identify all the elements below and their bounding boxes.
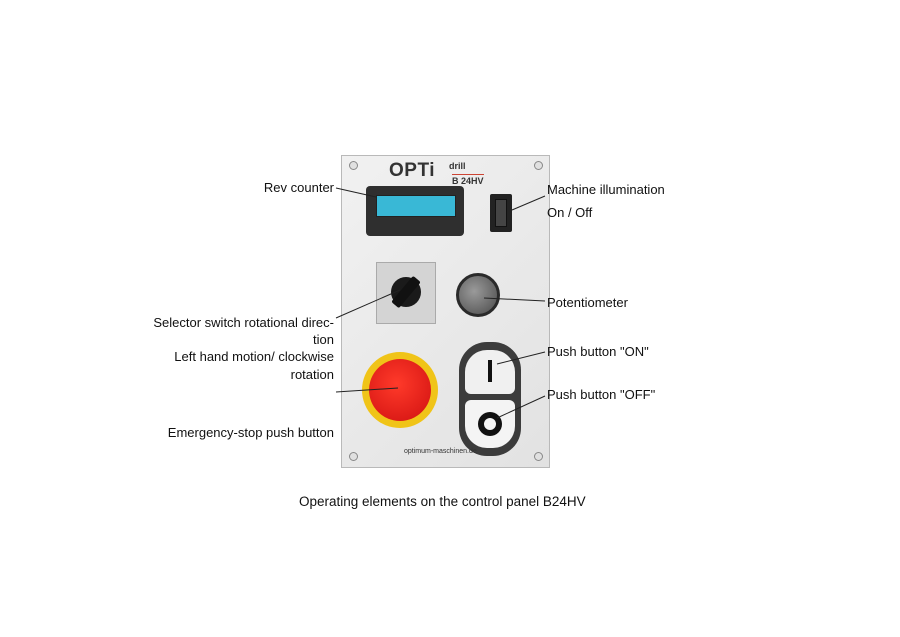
label-potentiometer: Potentiometer [547,295,628,310]
label-rev-counter: Rev counter [263,180,334,195]
label-selector-line4: rotation [290,367,334,382]
leader-illumination [511,195,546,211]
figure-caption: Operating elements on the control panel … [299,494,586,509]
push-button-housing [459,342,521,456]
label-on-off: On / Off [547,205,593,220]
brand-logo: OPTi [389,160,435,181]
push-button-off[interactable] [465,400,515,448]
model-name: B 24HV [452,174,484,186]
screw-icon [534,161,543,170]
leader-potentiometer [483,297,546,302]
leader-emergency-stop [335,387,399,393]
screw-icon [349,452,358,461]
leader-push-on [496,351,546,365]
rocker-icon [495,199,507,227]
screw-icon [349,161,358,170]
label-selector-line1: Selector switch rotational direc- [153,315,334,330]
rev-counter-display [366,186,464,236]
control-panel: OPTi drill B 24HV optimum-maschinen.de [341,155,550,468]
website-text: optimum-maschinen.de [404,448,477,455]
emergency-stop-button[interactable] [369,359,431,421]
label-selector-line3: Left hand motion/ clockwise [174,349,334,364]
label-push-button-on: Push button "ON" [547,344,649,359]
label-emergency-stop: Emergency-stop push button [167,425,334,440]
illumination-switch[interactable] [490,194,512,232]
label-machine-illumination: Machine illumination [547,182,665,197]
brand-logo-sub: drill [449,161,466,171]
lcd-screen [376,195,456,217]
leader-selector [335,289,401,319]
screw-icon [534,452,543,461]
label-push-button-off: Push button "OFF" [547,387,656,402]
off-symbol-icon [478,412,502,436]
direction-selector-switch[interactable] [376,262,436,324]
push-button-on[interactable] [465,350,515,394]
on-symbol-icon [488,360,492,382]
leader-push-off [496,395,546,419]
leader-rev-counter [335,187,377,198]
label-selector-line2: tion [313,332,334,347]
potentiometer-knob[interactable] [456,273,500,317]
